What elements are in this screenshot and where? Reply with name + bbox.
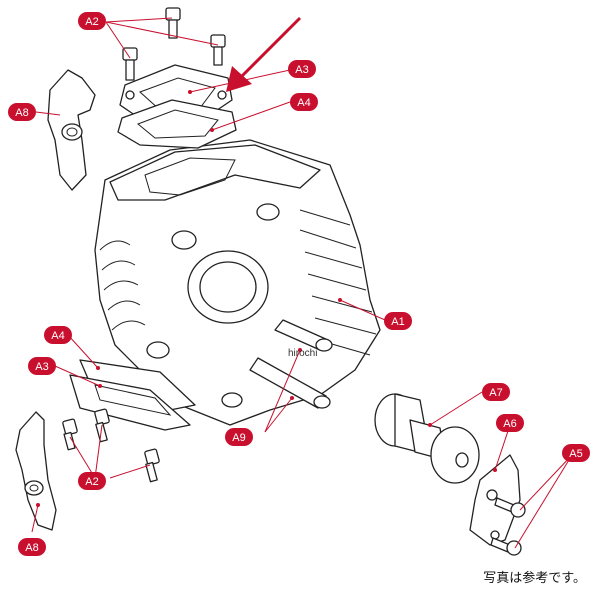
svg-text:A3: A3 (35, 361, 48, 373)
svg-text:A7: A7 (489, 387, 502, 399)
cam-plate (469, 454, 521, 546)
rocker-arm-bottom (15, 411, 57, 531)
label-a4-bottom: A4 (44, 326, 72, 344)
camshaft (374, 393, 480, 484)
label-a3-bottom: A3 (28, 357, 56, 375)
label-a2-bottom: A2 (78, 472, 106, 490)
svg-text:A3: A3 (295, 64, 308, 76)
label-a3-top: A3 (288, 60, 316, 78)
gasket-top (117, 99, 237, 149)
label-a1: A1 (384, 312, 412, 330)
label-a6: A6 (496, 414, 524, 432)
svg-text:A4: A4 (51, 330, 64, 342)
label-a8-bottom: A8 (18, 538, 46, 556)
label-a2-top: A2 (78, 12, 106, 30)
label-a9: A9 (225, 428, 253, 446)
cylinder-head (94, 139, 381, 426)
watermark: hirochi (288, 348, 317, 359)
svg-text:A2: A2 (85, 16, 98, 28)
rocker-arm-top (47, 69, 96, 191)
bolts-top (122, 7, 226, 81)
svg-text:A2: A2 (85, 476, 98, 488)
svg-text:A1: A1 (391, 316, 404, 328)
label-a4-top: A4 (290, 93, 318, 111)
leader-lines (31, 17, 573, 549)
head-cover-bottom (69, 374, 191, 431)
label-a7: A7 (482, 383, 510, 401)
svg-text:A4: A4 (297, 97, 310, 109)
label-a8-top: A8 (8, 103, 36, 121)
svg-text:A8: A8 (25, 542, 38, 554)
red-arrow-icon (226, 16, 302, 92)
footnote: 写真は参考です。 (483, 571, 586, 586)
label-a5: A5 (562, 444, 590, 462)
svg-text:A9: A9 (232, 432, 245, 444)
svg-text:A8: A8 (15, 107, 28, 119)
svg-text:A5: A5 (569, 448, 582, 460)
svg-text:A6: A6 (503, 418, 516, 430)
